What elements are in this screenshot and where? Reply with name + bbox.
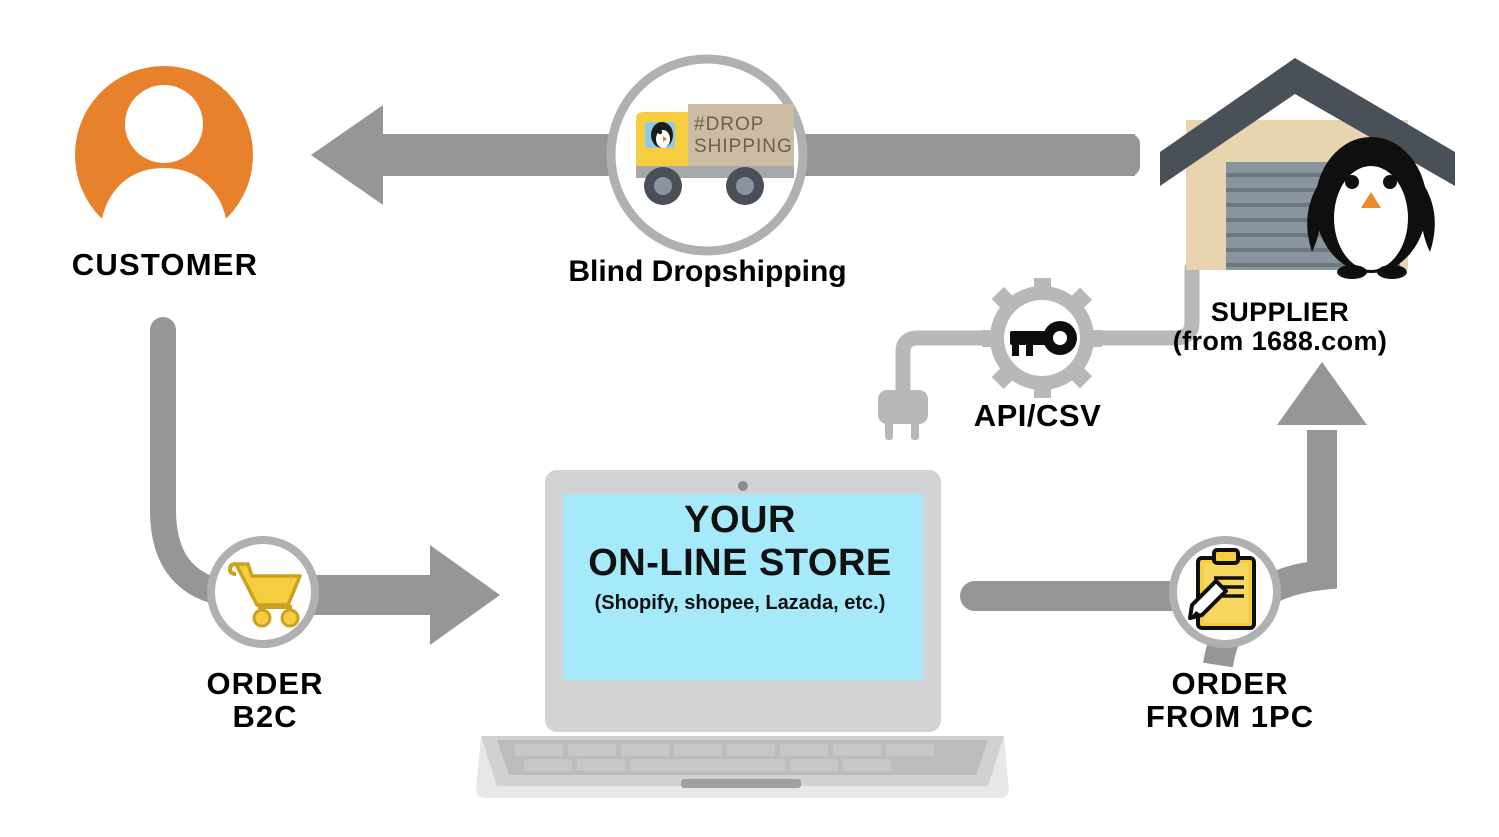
screen-line-1: YOUR <box>684 499 796 541</box>
order-from-1pc-badge <box>1169 536 1281 648</box>
connector-store-to-clipboard <box>960 581 1225 611</box>
label-api-csv: API/CSV <box>973 398 1102 433</box>
laptop-screen <box>563 494 923 680</box>
clipboard-pencil-icon <box>1188 548 1256 630</box>
label-customer: CUSTOMER <box>71 247 259 282</box>
label-order-1pc-line2: FROM 1PC <box>1145 698 1315 734</box>
truck-box-text-line2: SHIPPING <box>694 136 793 157</box>
power-plug-icon <box>878 390 928 440</box>
penguin-icon <box>1307 137 1435 279</box>
gear-key-icon <box>982 278 1102 398</box>
laptop-screen-text: YOUR ON-LINE STORE (Shopify, shopee, Laz… <box>560 499 920 615</box>
label-order-from-1pc: ORDER FROM 1PC <box>1100 666 1360 734</box>
screen-line-3: (Shopify, shopee, Lazada, etc.) <box>594 592 886 615</box>
label-supplier-line1: SUPPLIER <box>1210 297 1350 327</box>
order-b2c-badge <box>207 536 319 648</box>
laptop-icon <box>476 470 1009 798</box>
label-supplier: SUPPLIER (from 1688.com) <box>1080 298 1480 355</box>
label-order-1pc-line1: ORDER <box>1171 666 1289 701</box>
shopping-cart-icon <box>227 562 302 628</box>
truck-box-text-line1: #DROP <box>694 114 764 135</box>
label-order-b2c-line1: ORDER <box>206 666 324 701</box>
label-order-b2c: ORDER B2C <box>140 666 390 734</box>
label-blind-dropshipping: Blind Dropshipping <box>568 255 847 288</box>
screen-line-2: ON-LINE STORE <box>588 541 892 584</box>
label-order-b2c-line2: B2C <box>232 698 298 734</box>
person-avatar-icon <box>75 66 253 244</box>
blind-dropshipping-badge: #DROP SHIPPING <box>606 54 808 256</box>
label-supplier-line2: (from 1688.com) <box>1172 325 1388 356</box>
key-icon <box>1010 321 1077 356</box>
connector-plug-to-supplier <box>878 260 1200 440</box>
connector-cart-to-store <box>300 545 500 645</box>
